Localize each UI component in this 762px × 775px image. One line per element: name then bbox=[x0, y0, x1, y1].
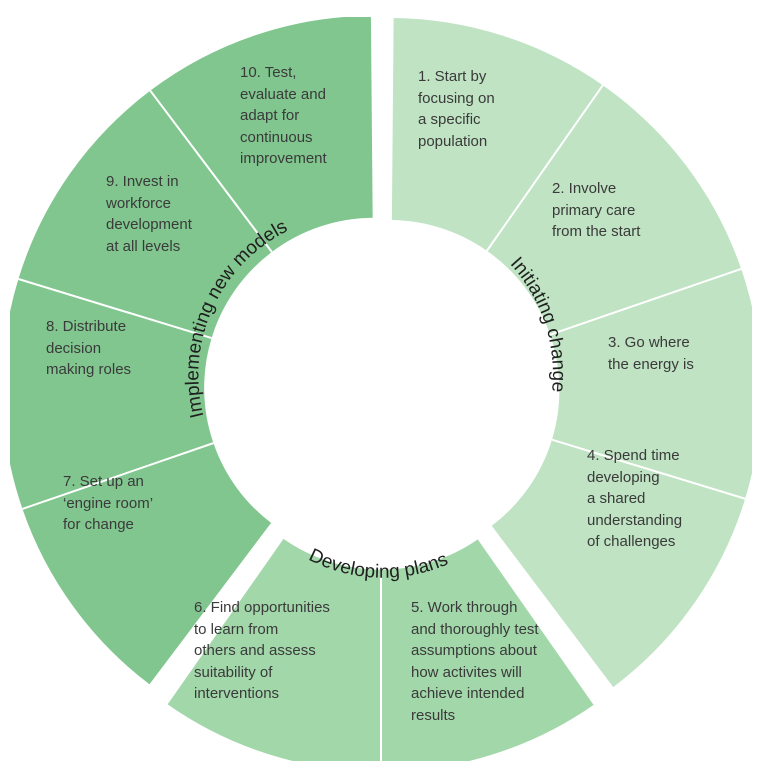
segment-divider-2 bbox=[486, 84, 604, 252]
segment-divider-1 bbox=[389, 18, 394, 221]
segment-label-7: 7. Set up an ‘engine room’ for change bbox=[63, 473, 154, 533]
segment-divider-8 bbox=[22, 442, 214, 510]
segment-10 bbox=[150, 17, 373, 253]
segment-divider-3 bbox=[549, 267, 742, 336]
segment-2 bbox=[486, 85, 742, 335]
segment-divider-4 bbox=[551, 438, 746, 500]
segment-label-6: 6. Find opportunities to learn from othe… bbox=[194, 599, 330, 702]
segment-1 bbox=[390, 18, 603, 251]
dividers-layer bbox=[18, 18, 746, 761]
segment-3 bbox=[550, 268, 752, 499]
segment-7 bbox=[22, 443, 272, 685]
segment-6 bbox=[167, 538, 381, 761]
segment-label-4: 4. Spend time developing a shared unders… bbox=[587, 447, 683, 550]
segments-layer bbox=[10, 17, 752, 761]
segment-label-3: 3. Go where the energy is bbox=[608, 334, 694, 373]
segment-divider-7 bbox=[149, 522, 273, 686]
segment-label-8: 8. Distribute decision making roles bbox=[46, 318, 132, 378]
segment-label-2: 2. Involve primary care from the start bbox=[552, 180, 641, 240]
segment-9 bbox=[18, 90, 272, 339]
segment-8 bbox=[10, 279, 214, 509]
segment-divider-5 bbox=[477, 538, 596, 705]
segment-label-10: 10. Test, evaluate and adapt for continu… bbox=[240, 64, 327, 167]
segment-divider-10 bbox=[149, 90, 273, 253]
segment-label-9: 9. Invest in workforce development at al… bbox=[106, 173, 192, 255]
segment-5 bbox=[381, 538, 595, 761]
segment-label-1: 1. Start by focusing on a specific popul… bbox=[418, 68, 495, 150]
segment-4 bbox=[491, 439, 746, 688]
segment-label-5: 5. Work through and thoroughly test assu… bbox=[411, 599, 539, 724]
segment-divider-9 bbox=[18, 278, 212, 340]
